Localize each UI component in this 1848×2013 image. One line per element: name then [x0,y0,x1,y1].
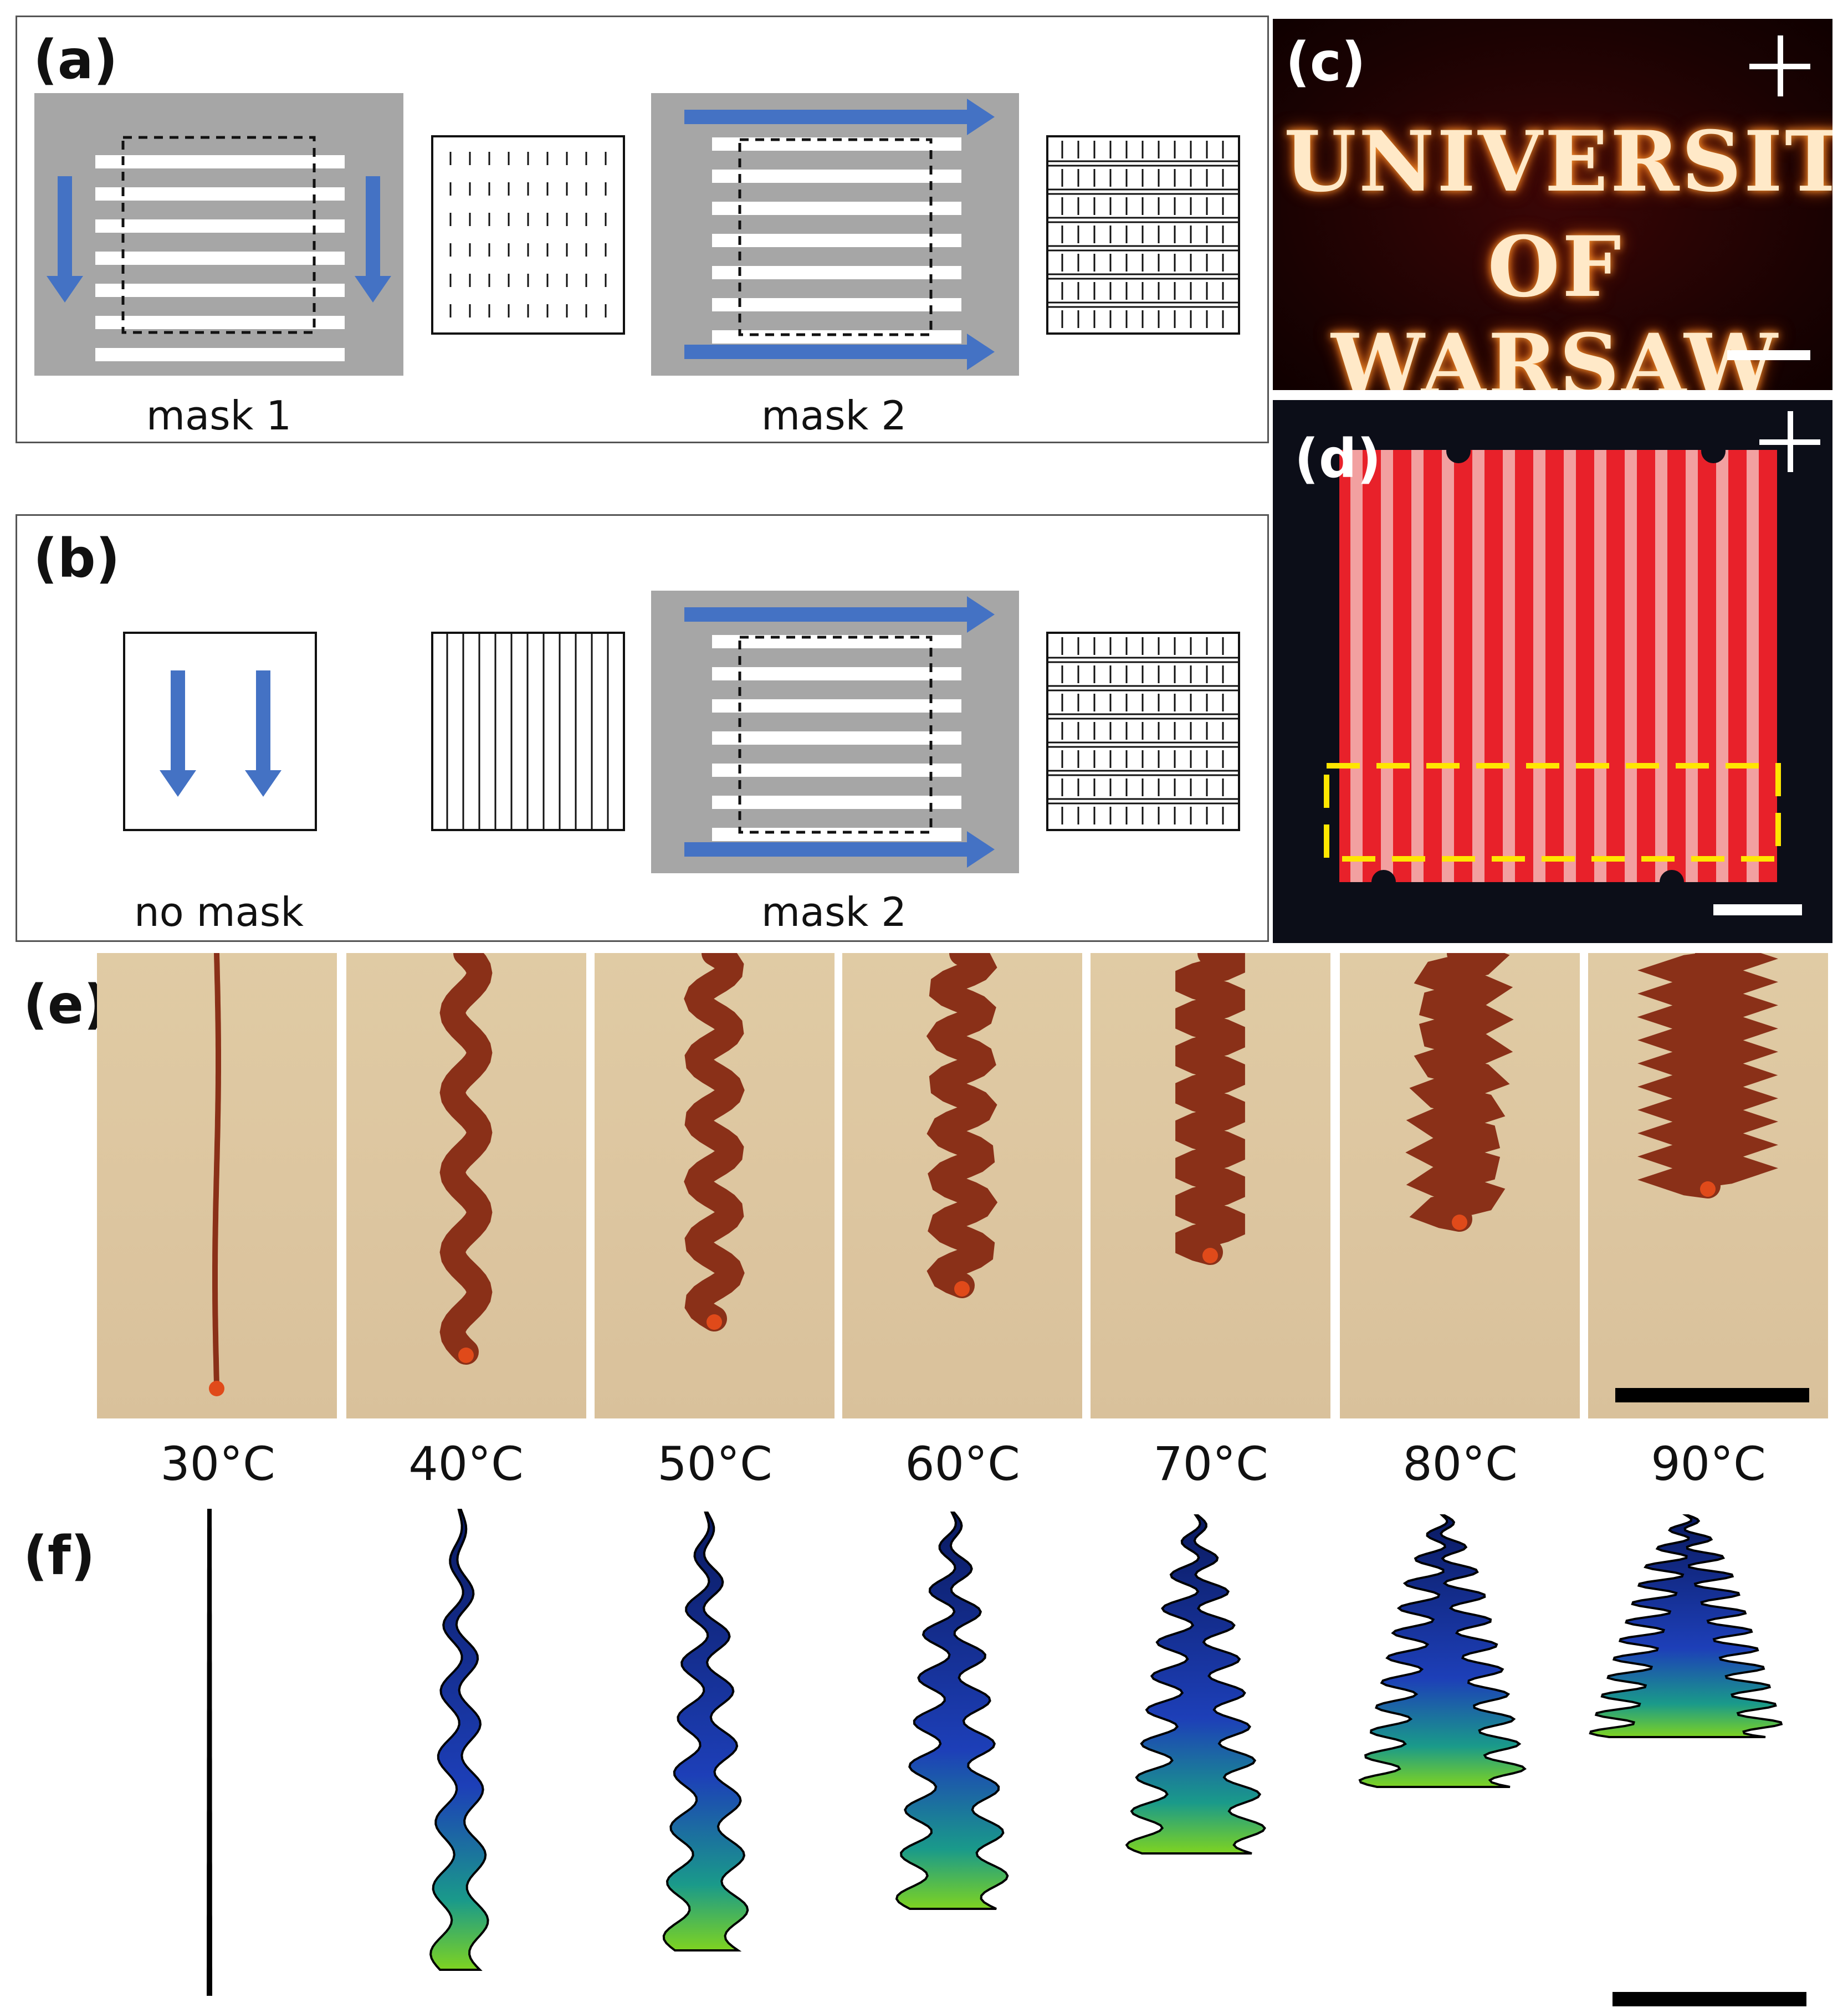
panel-d-scalebar [1713,904,1802,915]
panel-c-scalebar [1727,350,1810,360]
simulated-ribbon [429,1509,489,1971]
temperature-photo [842,953,1082,1418]
temperature-label: 30°C [160,1437,275,1491]
pattern-grid-b [1046,632,1240,831]
no-mask-caption: no mask [134,889,304,935]
mask-2b-caption: mask 2 [761,889,907,935]
helix-ribbon [1175,953,1245,1265]
helix-ribbon [209,953,224,1396]
simulated-ribbon [207,1509,212,1996]
pattern-grid-a [1046,135,1240,335]
temperature-photo [97,953,337,1418]
simulated-ribbon [1125,1514,1266,1855]
temperature-label: 70°C [1153,1437,1268,1491]
temperature-label: 50°C [657,1437,772,1491]
no-mask-diagram [123,632,317,831]
helix-ribbon [684,953,745,1331]
temperature-photo [1340,953,1580,1418]
mask-2a-stripes [684,99,995,370]
panel-c-photo: UNIVERSITY OF WARSAW [1273,19,1832,390]
temperature-label: 90°C [1651,1437,1766,1491]
temperature-photo [595,953,835,1418]
panel-d-label: (d) [1294,428,1381,490]
simulated-ribbon [1589,1514,1783,1738]
temperature-photo [1588,953,1828,1418]
temperature-label: 80°C [1402,1437,1518,1491]
panel-f-scalebar [1612,1992,1806,2006]
panel-a-label: (a) [33,29,118,91]
helix-ribbon [1405,953,1514,1232]
mask-2a-caption: mask 2 [761,392,907,439]
mask-1-stripes [47,136,391,361]
panel-e-label: (e) [23,974,108,1036]
mask-2b-stripes [684,596,995,868]
panel-c-line-1: UNIVERSITY [1284,113,1832,211]
panel-c-label: (c) [1286,31,1366,93]
simulated-ribbon [1358,1514,1527,1788]
temperature-label: 60°C [905,1437,1020,1491]
temperature-photo [1091,953,1330,1418]
pattern-vertical-dashes [431,135,625,335]
panel-d-stripes [1324,439,1781,894]
panel-c-line-2: OF WARSAW [1331,218,1780,390]
panel-d-photo [1273,400,1832,943]
panel-b-label: (b) [33,527,120,590]
helix-ribbon [439,953,493,1365]
helix-ribbon [926,953,998,1298]
crosshair-icon [1759,411,1820,472]
simulated-ribbon [662,1512,749,1951]
helix-ribbon [1637,953,1778,1198]
mask-1-caption: mask 1 [146,392,292,439]
pattern-vertical-lines [431,632,625,831]
panel-e-scalebar [1615,1388,1809,1402]
panel-f-label: (f) [23,1525,95,1587]
simulated-ribbon [895,1512,1009,1910]
temperature-photo [346,953,586,1418]
temperature-label: 40°C [408,1437,524,1491]
crosshair-icon [1749,35,1810,96]
